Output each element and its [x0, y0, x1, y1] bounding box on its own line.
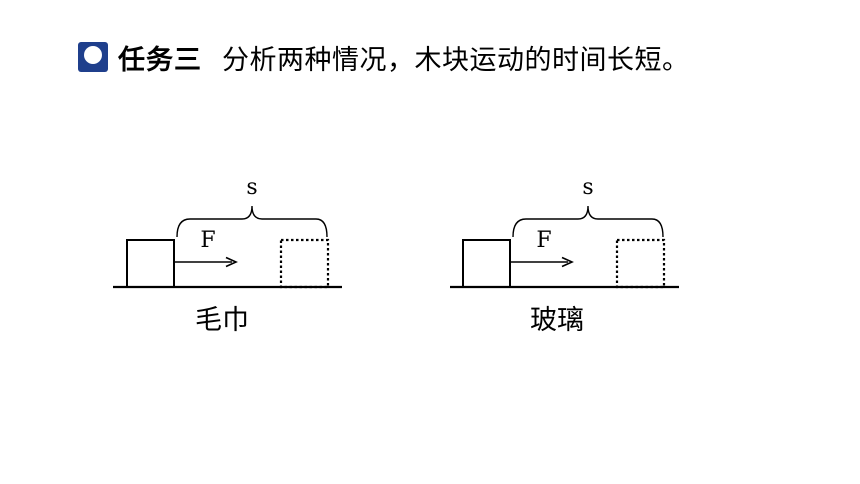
wood-block — [462, 239, 511, 288]
wood-block-final-position — [615, 238, 666, 289]
arrow-head-icon — [225, 256, 238, 268]
distance-brace — [512, 205, 664, 238]
force-label: F — [536, 228, 551, 253]
distance-label: s — [246, 175, 257, 200]
task-header: 任务三 分析两种情况，木块运动的时间长短。 — [78, 38, 690, 76]
diagram-towel: F s — [113, 175, 342, 289]
wood-block — [126, 239, 175, 288]
surface-label-glass: 玻璃 — [530, 305, 584, 336]
force-label: F — [200, 228, 215, 253]
distance-label: s — [582, 175, 593, 200]
wood-block-final-position — [279, 238, 330, 289]
diagram-glass: F s — [450, 175, 679, 289]
arrow-head-icon — [561, 256, 574, 268]
surface-label-towel: 毛巾 — [195, 305, 249, 336]
task-description: 分析两种情况，木块运动的时间长短。 — [222, 44, 690, 76]
distance-brace — [176, 205, 328, 238]
school-badge-icon — [78, 42, 108, 72]
task-label: 任务三 — [118, 44, 202, 76]
